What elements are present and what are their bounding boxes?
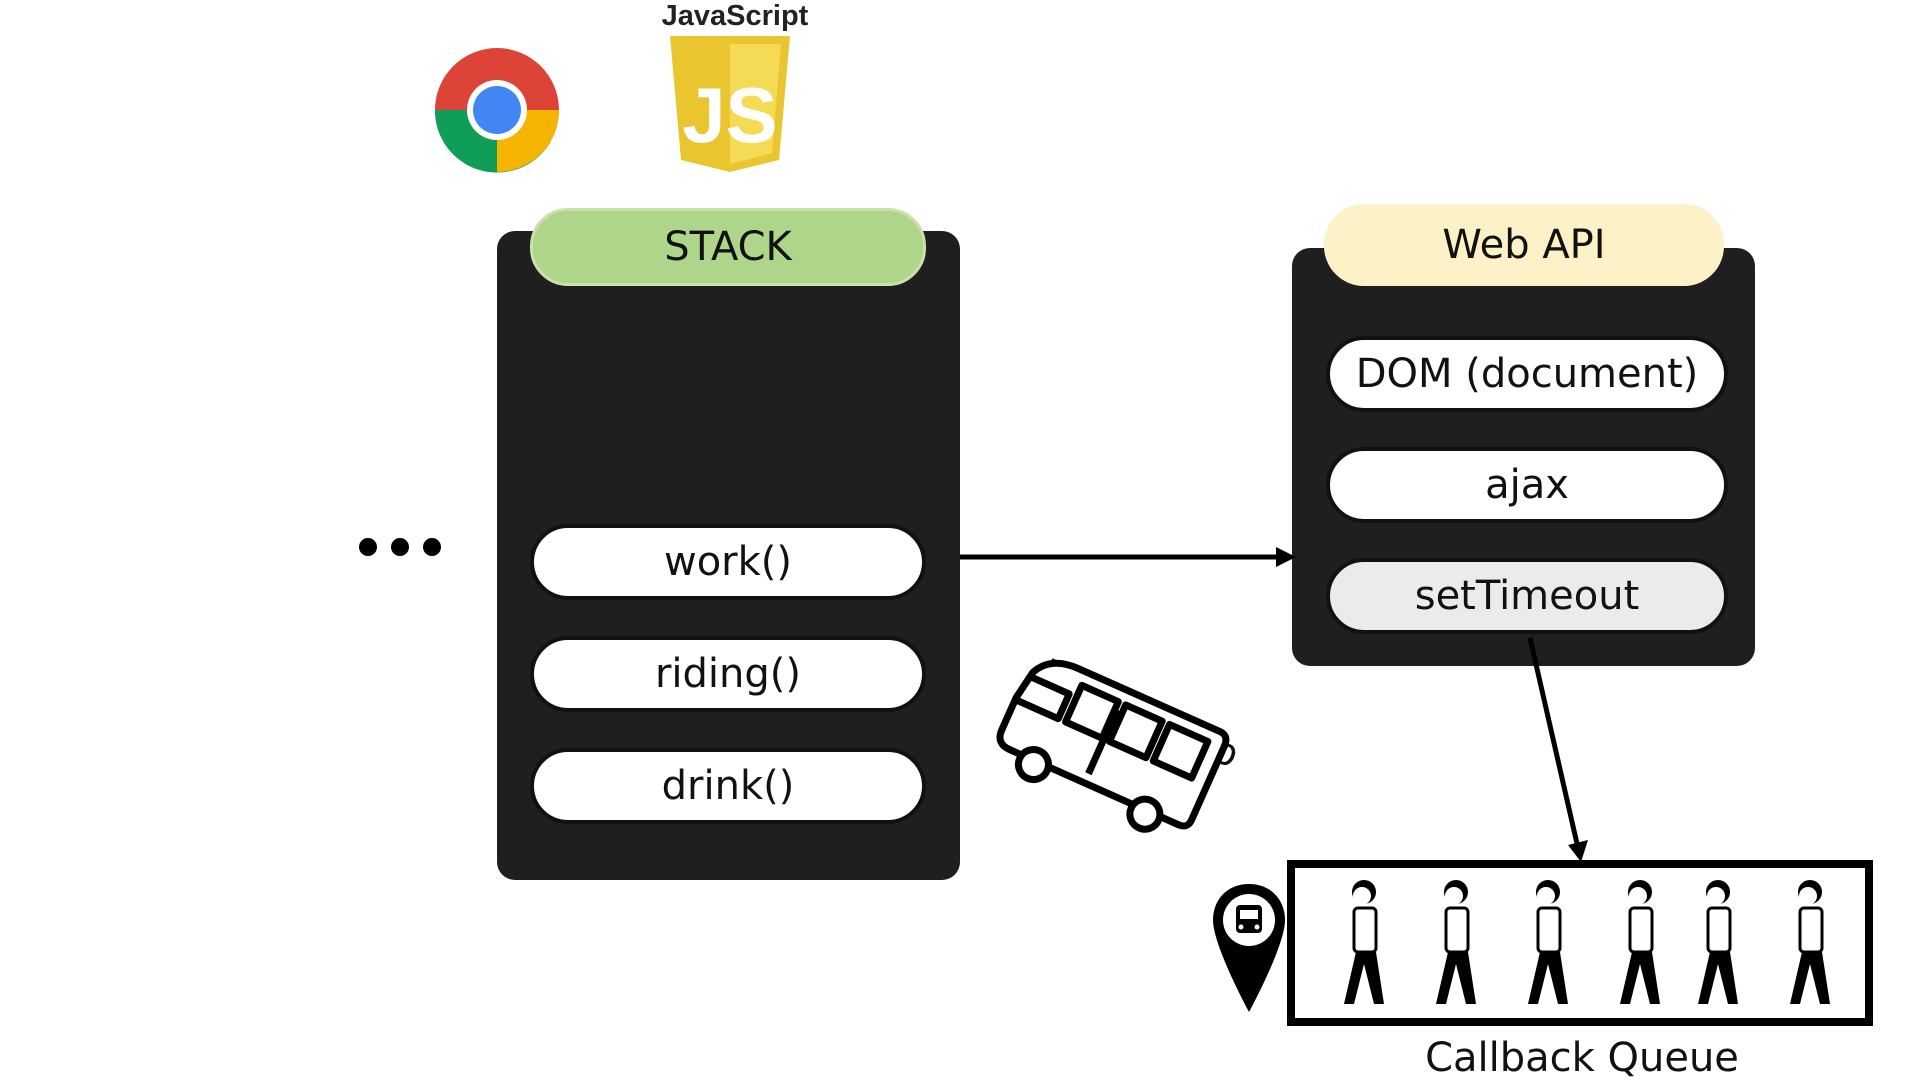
stack-item-work: work(): [530, 524, 926, 600]
callback-queue-label: Callback Queue: [1425, 1035, 1739, 1081]
js-shield-icon: JS: [670, 36, 790, 172]
bus-icon: [996, 659, 1230, 833]
person-icon: [1698, 880, 1738, 1004]
person-icon: [1620, 880, 1660, 1004]
stack-to-webapi-arrow: [960, 547, 1296, 567]
ellipsis-dot: [423, 538, 441, 556]
javascript-title: JavaScript: [661, 0, 809, 32]
stack-header: STACK: [530, 208, 926, 286]
stack-item-drink: drink(): [530, 748, 926, 824]
person-icon: [1344, 880, 1384, 1004]
chrome-logo-icon: [434, 48, 559, 173]
webapi-header: Web API: [1324, 204, 1724, 286]
person-icon: [1790, 880, 1830, 1004]
webapi-item-dom: DOM (document): [1326, 336, 1728, 412]
bus-stop-pin-icon: [1213, 884, 1285, 1012]
settimeout-to-queue-arrow: [1527, 637, 1588, 862]
person-icon: [1528, 880, 1568, 1004]
ellipsis-dot: [359, 538, 377, 556]
ellipsis-dot: [391, 538, 409, 556]
webapi-item-settimeout: setTimeout: [1326, 558, 1728, 634]
callback-queue-box: [1287, 860, 1873, 1026]
person-icon: [1436, 880, 1476, 1004]
webapi-item-ajax: ajax: [1326, 447, 1728, 523]
js-letters: JS: [682, 71, 777, 159]
stack-item-riding: riding(): [530, 636, 926, 712]
